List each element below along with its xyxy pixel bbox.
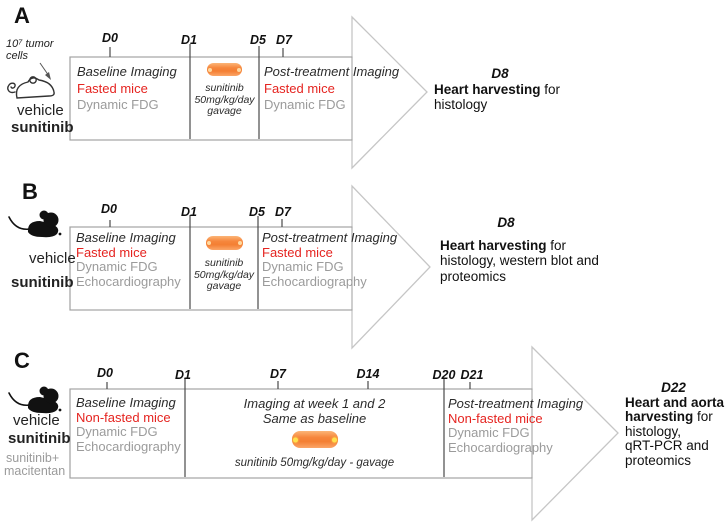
- group-sunitinib-plus: sunitinib+: [6, 451, 60, 465]
- day-marker-d5: D5: [249, 205, 265, 219]
- group-sunitinib: sunitinib: [8, 430, 71, 447]
- day-marker-d0: D0: [97, 366, 113, 380]
- endpoint-c: D22 Heart and aorta harvesting for histo…: [625, 380, 725, 468]
- day-marker-d14: D14: [356, 367, 380, 381]
- mouse-outline-icon: [7, 76, 55, 99]
- timeline-arrow-b: [69, 184, 431, 350]
- group-vehicle: vehicle: [17, 102, 64, 119]
- day-marker-d20: D20: [432, 368, 456, 382]
- baseline-imaging-section: Baseline Imaging Fasted mice Dynamic FDG…: [76, 230, 181, 289]
- baseline-imaging-section: Baseline Imaging Fasted mice Dynamic FDG: [77, 64, 177, 112]
- group-vehicle: vehicle: [29, 250, 76, 267]
- group-vehicle: vehicle: [13, 412, 60, 429]
- day-marker-d5: D5: [250, 33, 266, 47]
- timeline-arrow-a: [69, 15, 428, 170]
- panel-c-label: C: [14, 348, 30, 373]
- endpoint-a: D8 Heart harvesting for histology: [434, 66, 566, 113]
- panel-b-label: B: [22, 179, 38, 204]
- endpoint-day: D8: [491, 66, 509, 81]
- day-marker-d1: D1: [181, 33, 197, 47]
- group-sunitinib: sunitinib: [11, 119, 74, 136]
- day-marker-d7: D7: [275, 205, 291, 219]
- group-sunitinib: sunitinib: [11, 274, 74, 291]
- endpoint-b: D8 Heart harvesting for histology, weste…: [440, 215, 599, 284]
- baseline-imaging-section: Baseline Imaging Non-fasted mice Dynamic…: [76, 395, 181, 454]
- day-marker-d21: D21: [460, 368, 484, 382]
- mid-treatment-section: Imaging at week 1 and 2 Same as baseline…: [234, 396, 395, 469]
- drug-dosing-section: sunitinib 50mg/kg/day gavage: [191, 63, 258, 118]
- day-marker-d0: D0: [102, 31, 118, 45]
- timeline-arrow-c: [69, 345, 619, 522]
- post-treatment-section: Post-treatment Imaging Non-fasted mice D…: [448, 396, 584, 455]
- endpoint-day: D22: [661, 380, 686, 395]
- group-macitentan: macitentan: [4, 464, 66, 478]
- mouse-silhouette-icon: [8, 210, 62, 238]
- panel-a-label: A: [14, 3, 30, 28]
- sunitinib-pill-icon: [205, 236, 243, 250]
- endpoint-day: D8: [497, 215, 515, 230]
- day-marker-d0: D0: [101, 202, 117, 216]
- post-treatment-section: Post-treatment Imaging Fasted mice Dynam…: [264, 64, 400, 112]
- day-marker-d1: D1: [175, 368, 191, 382]
- mouse-silhouette-icon: [8, 385, 63, 415]
- drug-dosing-section: sunitinib 50mg/kg/day gavage: [191, 236, 257, 293]
- day-marker-d1: D1: [181, 205, 197, 219]
- post-treatment-section: Post-treatment Imaging Fasted mice Dynam…: [262, 230, 398, 289]
- sunitinib-pill-icon: [207, 63, 242, 76]
- tumor-cells-pointer: [39, 62, 51, 80]
- sunitinib-pill-icon: [291, 431, 338, 448]
- day-marker-d7: D7: [270, 367, 286, 381]
- day-marker-d7: D7: [276, 33, 292, 47]
- tumor-cells-note: 10⁷ tumor cells: [6, 38, 54, 62]
